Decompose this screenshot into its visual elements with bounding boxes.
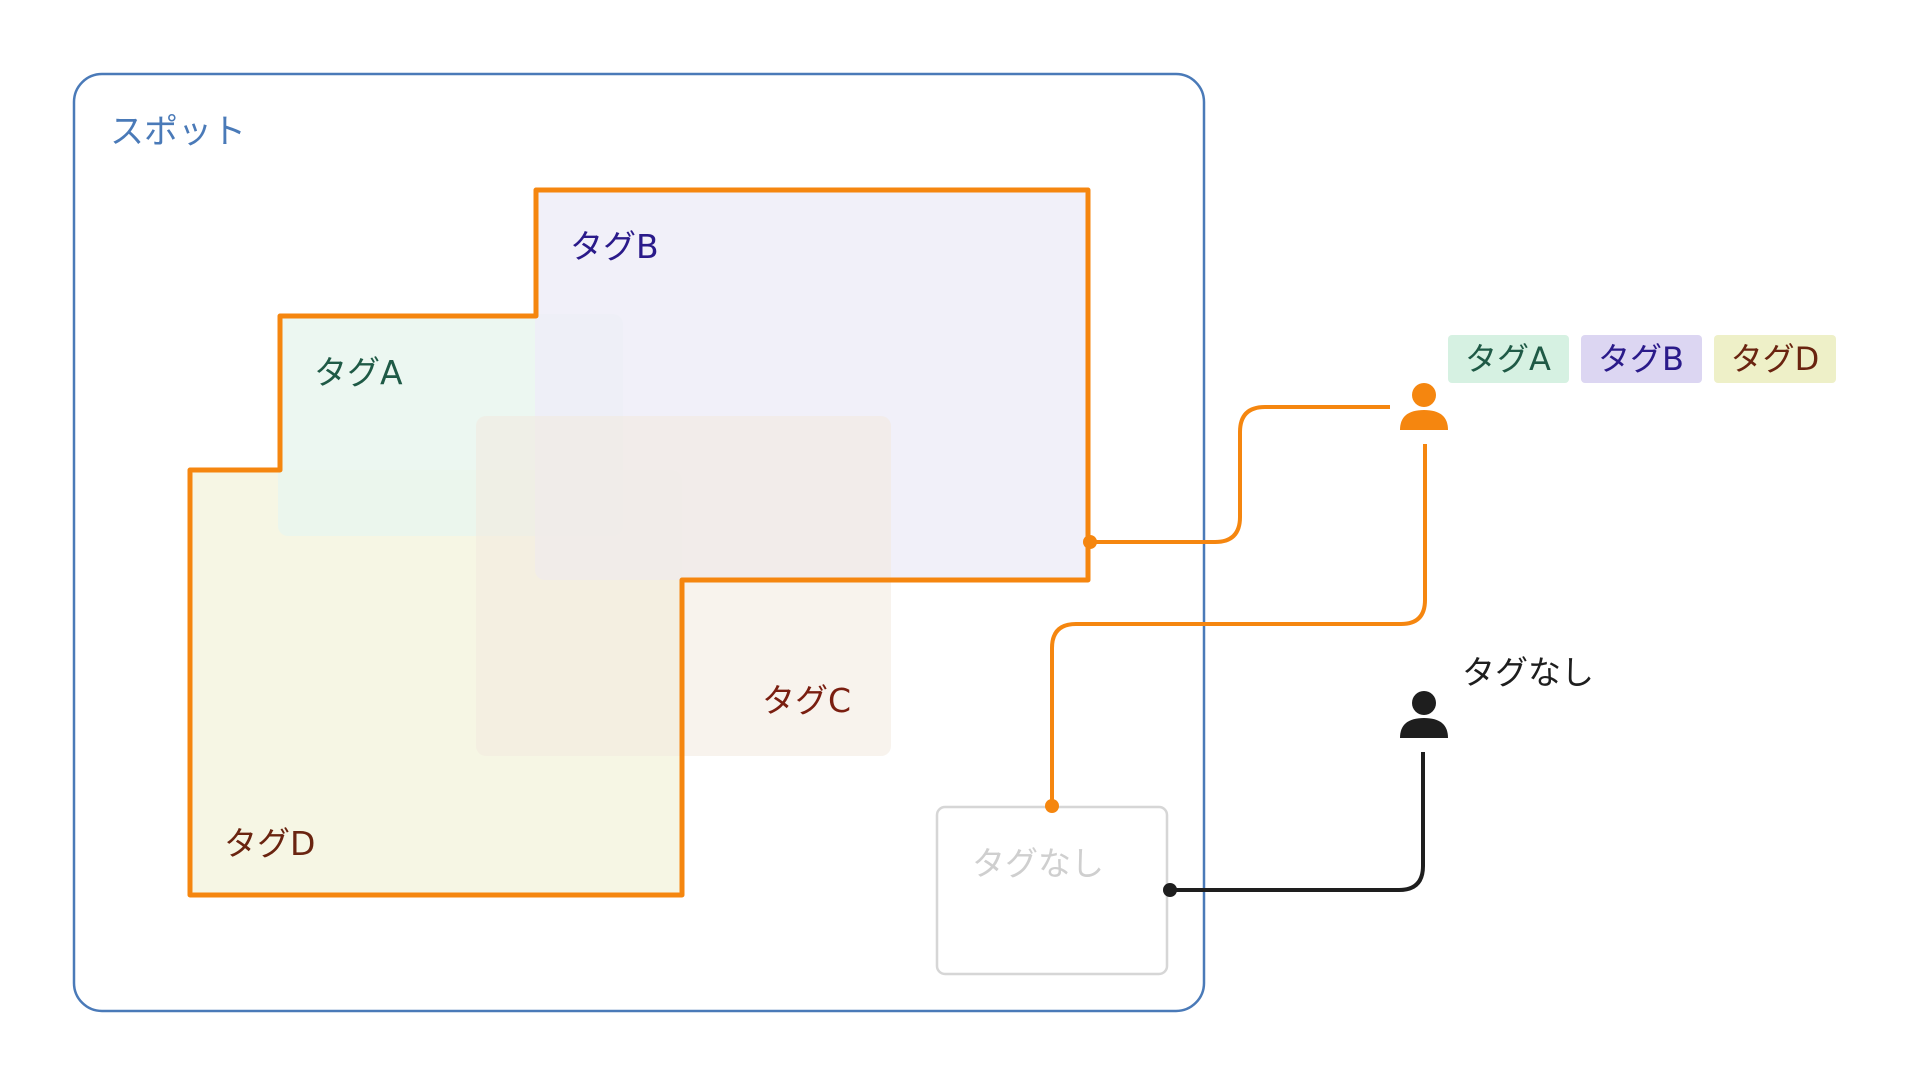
untagged-user-connector — [1170, 752, 1425, 892]
untagged-user-label: タグなし — [1462, 653, 1594, 692]
untagged-box — [935, 805, 1169, 976]
chip-tag-d-bg — [1714, 335, 1836, 383]
connector-dot-tag-b — [1083, 535, 1097, 549]
chip-tag-d: タグD — [1731, 340, 1820, 378]
tag-a-label: タグA — [314, 353, 403, 392]
tag-d-label: タグD — [224, 824, 315, 863]
tag-c-label: タグC — [762, 681, 851, 720]
tagged-user-connector-to-untagged-box — [1050, 444, 1427, 806]
tag-b-label: タグB — [570, 227, 659, 266]
matched-tags-outline — [187, 187, 1091, 898]
untagged-box-label: タグなし — [972, 844, 1104, 883]
chip-tag-b-bg — [1581, 335, 1702, 383]
tagged-user-icon — [1400, 383, 1448, 430]
chip-tag-a: タグA — [1465, 340, 1551, 378]
connector-dot-untagged-box-top — [1045, 799, 1059, 813]
untagged-user-icon — [1400, 691, 1448, 738]
spot-label: スポット — [110, 112, 246, 152]
chip-tag-a-bg — [1448, 335, 1569, 383]
connector-dot-untagged-box-side — [1163, 883, 1177, 897]
chip-tag-b: タグB — [1598, 340, 1684, 378]
tagged-user-connector-to-tag-b — [1090, 405, 1390, 544]
